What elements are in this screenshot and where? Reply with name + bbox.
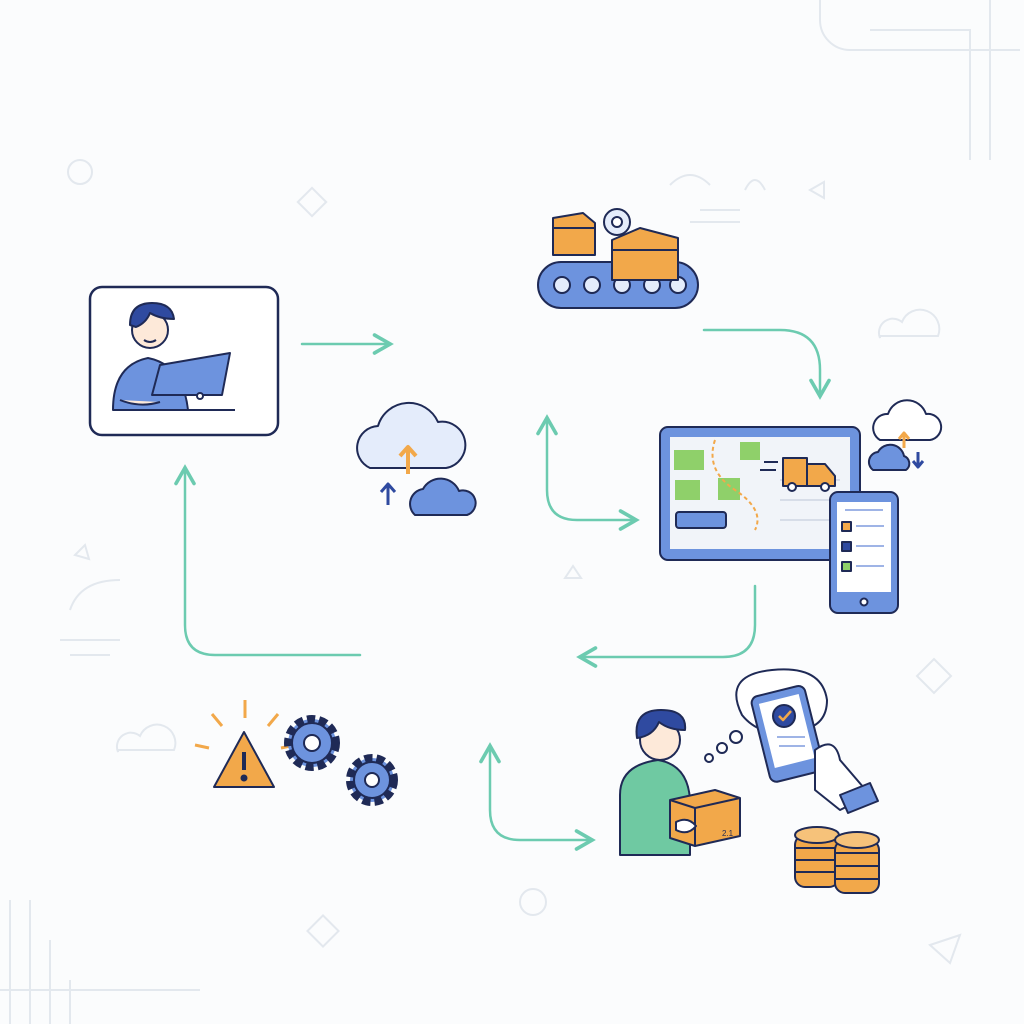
- map-monitor-icon: [659, 426, 861, 561]
- tracking-node: [659, 399, 943, 614]
- arrow-warehouse-to-tracking: [702, 328, 831, 400]
- package-label: 2.1: [722, 829, 734, 838]
- conveyor-belt-icon: [537, 208, 699, 309]
- cloud-sync-icon: [867, 399, 943, 471]
- thought-bubble-payment-icon: [704, 668, 879, 814]
- arrow-cloud-tracking-bidirectional: [536, 414, 640, 531]
- delivery-node: 2.1: [619, 668, 880, 894]
- phone-checklist-icon: [829, 491, 899, 614]
- coins-icon: [794, 826, 880, 894]
- arrow-tracking-to-delivery: [576, 584, 757, 668]
- cloud-upload-icon: [356, 401, 477, 516]
- customer-order-node: [88, 285, 280, 437]
- warning-gears-icon: [194, 700, 398, 806]
- person-package-icon: 2.1: [619, 709, 741, 856]
- flow-arrows: [174, 328, 831, 851]
- person-laptop-icon: [112, 302, 235, 411]
- arrow-issues-to-order: [174, 464, 362, 657]
- arrow-issues-delivery-bidirectional: [479, 742, 596, 851]
